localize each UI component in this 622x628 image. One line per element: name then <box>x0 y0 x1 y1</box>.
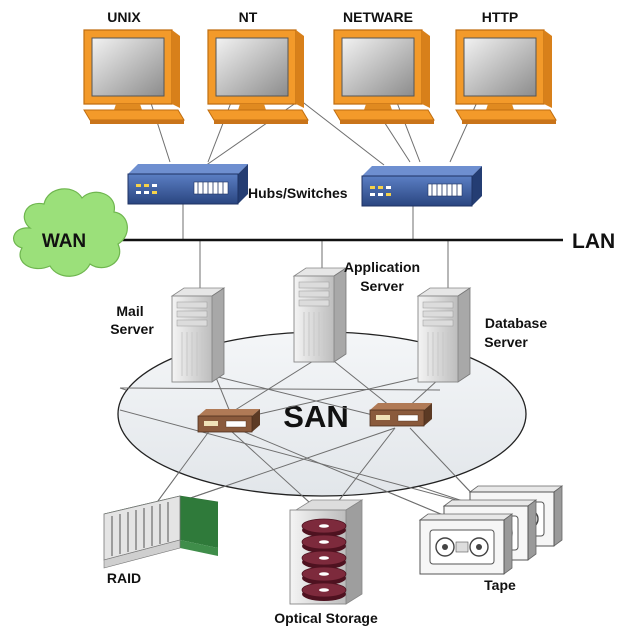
san-links <box>119 357 479 521</box>
hubs-switches-label: Hubs/Switches <box>248 185 348 201</box>
mail-server: Mail Server <box>110 287 225 383</box>
san-label: SAN <box>283 399 348 434</box>
tape-storage: Tape <box>419 485 563 593</box>
disc-icon <box>301 582 347 602</box>
tape-cartridge-icon <box>419 513 513 575</box>
client-nt: NT <box>207 9 309 125</box>
database-server: Database Server <box>417 287 547 383</box>
disc-icon <box>301 550 347 570</box>
tape-label: Tape <box>484 577 516 593</box>
client-netware: NETWARE <box>333 9 435 125</box>
server-icon <box>293 267 347 363</box>
application-server: Application Server <box>293 259 420 363</box>
computer-icon <box>455 29 557 125</box>
client-unix: UNIX <box>83 9 185 125</box>
raid-label: RAID <box>107 570 141 586</box>
client-http: HTTP <box>455 9 557 125</box>
client-label-nt: NT <box>239 9 258 25</box>
optical-storage: Optical Storage <box>274 499 378 626</box>
computer-icon <box>333 29 435 125</box>
database-server-label-line2: Server <box>484 334 528 350</box>
computer-icon <box>83 29 185 125</box>
san-switch-right <box>369 402 433 427</box>
optical-storage-label: Optical Storage <box>274 610 378 626</box>
hub-switch-left <box>127 163 249 205</box>
mail-server-label-line1: Mail <box>116 303 143 319</box>
wan-label: WAN <box>42 231 86 252</box>
disc-icon <box>301 518 347 538</box>
disc-icon <box>301 534 347 554</box>
client-label-netware: NETWARE <box>343 9 413 25</box>
computer-icon <box>207 29 309 125</box>
wan-cloud: WAN <box>13 188 128 277</box>
disc-icon <box>301 566 347 586</box>
lan-label: LAN <box>572 230 615 253</box>
client-label-unix: UNIX <box>107 9 141 25</box>
server-icon <box>417 287 471 383</box>
client-label-http: HTTP <box>482 9 519 25</box>
raid-storage: RAID <box>103 495 219 586</box>
hub-switch-right <box>361 165 483 207</box>
mail-server-label-line2: Server <box>110 321 154 337</box>
san-switch-left <box>197 408 261 433</box>
application-server-label-line2: Server <box>360 278 404 294</box>
database-server-label-line1: Database <box>485 315 547 331</box>
server-icon <box>171 287 225 383</box>
application-server-label-line1: Application <box>344 259 420 275</box>
